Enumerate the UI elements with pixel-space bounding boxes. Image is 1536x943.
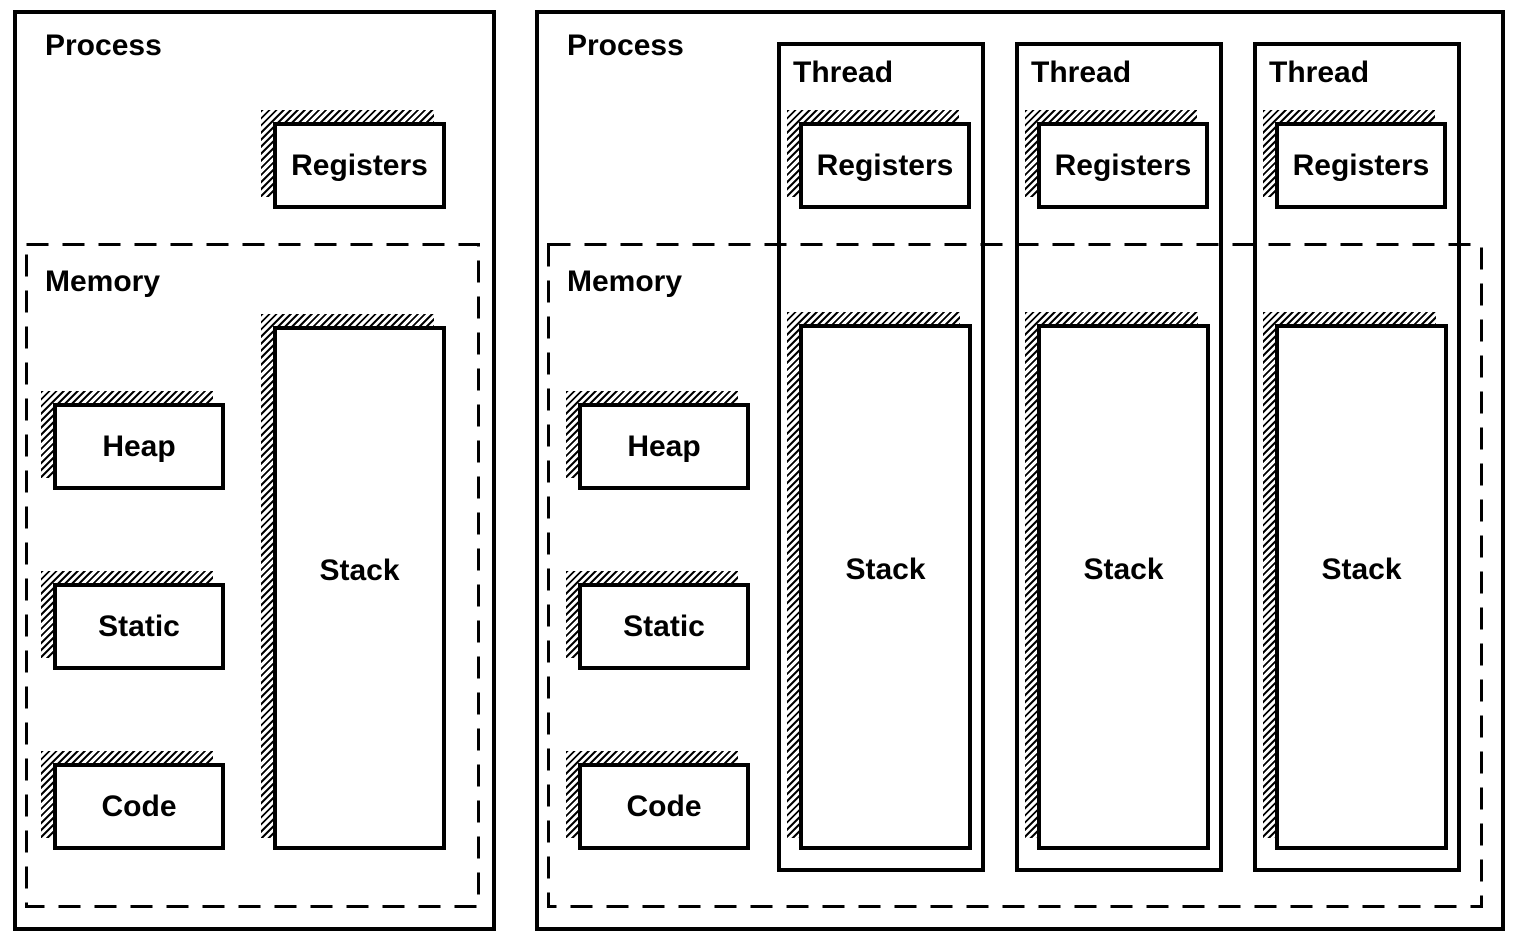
code-box: Code bbox=[41, 751, 225, 850]
static-box-label: Static bbox=[53, 583, 225, 670]
thread-column: Thread Registers Stack bbox=[777, 42, 985, 872]
stack-box-label: Stack bbox=[799, 324, 972, 850]
stack-box-label: Stack bbox=[1037, 324, 1210, 850]
static-box-label: Static bbox=[578, 583, 750, 670]
process-label: Process bbox=[45, 29, 162, 62]
registers-box-label: Registers bbox=[273, 122, 446, 209]
stack-box-label: Stack bbox=[1275, 324, 1448, 850]
memory-dashed-border bbox=[25, 243, 480, 908]
static-box: Static bbox=[566, 571, 750, 670]
code-box-label: Code bbox=[53, 763, 225, 850]
thread-column: Thread Registers Stack bbox=[1015, 42, 1223, 872]
heap-box: Heap bbox=[41, 391, 225, 490]
process-label: Process bbox=[567, 29, 684, 62]
registers-box: Registers bbox=[1263, 110, 1447, 209]
heap-box-label: Heap bbox=[53, 403, 225, 490]
code-box-label: Code bbox=[578, 763, 750, 850]
stack-box: Stack bbox=[1025, 312, 1210, 850]
stack-box: Stack bbox=[1263, 312, 1448, 850]
thread-label: Thread bbox=[793, 56, 894, 89]
memory-dashed-border bbox=[547, 243, 1483, 908]
registers-box: Registers bbox=[1025, 110, 1209, 209]
registers-box: Registers bbox=[787, 110, 971, 209]
multithreaded-process-panel: Process Memory Heap Static Code Thread bbox=[535, 10, 1505, 931]
static-box: Static bbox=[41, 571, 225, 670]
thread-label: Thread bbox=[1031, 56, 1132, 89]
single-threaded-process-panel: Process Registers Memory Heap Static Cod… bbox=[13, 10, 496, 931]
memory-region: Memory Heap Static Code bbox=[547, 243, 1483, 908]
memory-label: Memory bbox=[45, 265, 161, 298]
thread-label: Thread bbox=[1269, 56, 1370, 89]
registers-box: Registers bbox=[261, 110, 446, 209]
stack-box: Stack bbox=[261, 314, 446, 850]
memory-region: Memory Heap Static Code Stack bbox=[25, 243, 480, 908]
code-box: Code bbox=[566, 751, 750, 850]
thread-column: Thread Registers Stack bbox=[1253, 42, 1461, 872]
stack-box-label: Stack bbox=[273, 326, 446, 850]
heap-box: Heap bbox=[566, 391, 750, 490]
memory-label: Memory bbox=[567, 265, 683, 298]
registers-box-label: Registers bbox=[1037, 122, 1209, 209]
stack-box: Stack bbox=[787, 312, 972, 850]
registers-box-label: Registers bbox=[799, 122, 971, 209]
heap-box-label: Heap bbox=[578, 403, 750, 490]
registers-box-label: Registers bbox=[1275, 122, 1447, 209]
